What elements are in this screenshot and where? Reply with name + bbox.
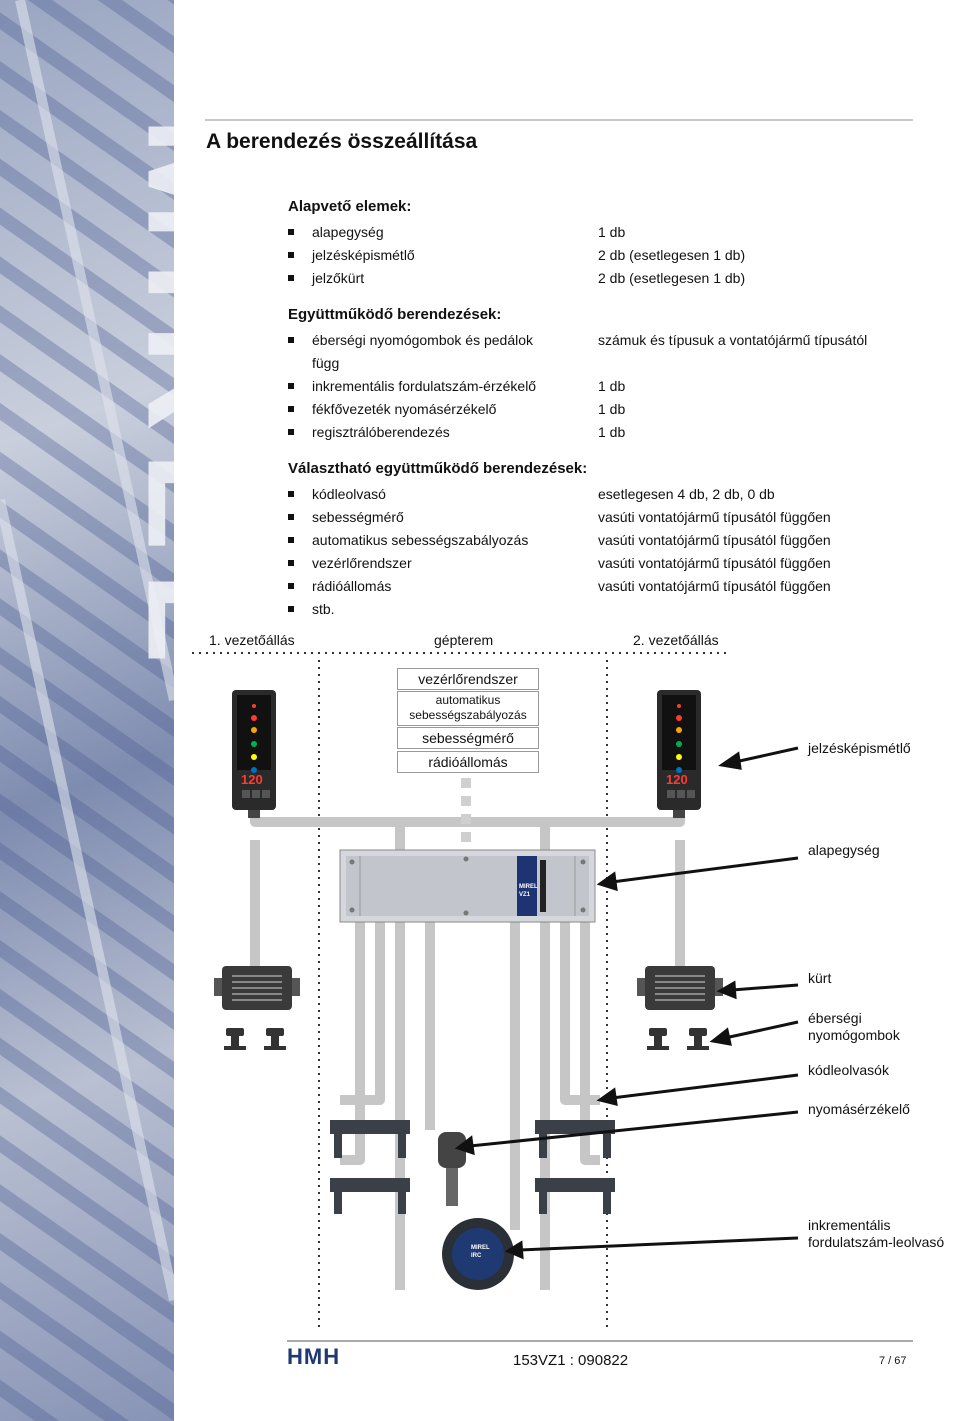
- unit-label: MIREL: [519, 884, 538, 890]
- list-item: jelzőkürt: [287, 270, 365, 286]
- vigilance-buttons-icon: [224, 1028, 709, 1050]
- label-signal-repeater: jelzésképismétlő: [808, 740, 911, 756]
- zone-right-label: 2. vezetőállás: [633, 632, 719, 648]
- display-speed-right: 120: [666, 772, 688, 787]
- list-item: kódleolvasó: [288, 486, 386, 502]
- list-item-value: 1 db: [598, 224, 626, 240]
- sidebar-decoration: MIREL: [0, 0, 174, 1421]
- list-item: automatikus sebességszabályozás: [287, 532, 529, 548]
- horn-right-icon: [637, 966, 723, 1010]
- basic-heading: Alapvető elemek:: [288, 198, 412, 215]
- code-readers-icon: [330, 1120, 615, 1214]
- label-code-readers: kódleolvasók: [808, 1062, 889, 1078]
- page-title: A berendezés összeállítása: [206, 130, 478, 153]
- label-horn: kürt: [808, 970, 832, 986]
- coop-heading: Együttműködő berendezések:: [288, 306, 502, 323]
- box-speed-meter: sebességmérő: [397, 727, 539, 749]
- pressure-sensor-icon: [438, 1132, 466, 1206]
- header-rule: [205, 119, 913, 121]
- list-item-value: vasúti vontatójármű típusától függően: [598, 532, 831, 548]
- list-item-continuation: függ: [312, 355, 340, 371]
- list-item: regisztrálóberendezés: [288, 424, 450, 440]
- signal-repeater-left-icon: [232, 690, 276, 818]
- sensor-label: IRC: [471, 1253, 482, 1259]
- horn-left-icon: [214, 966, 300, 1010]
- list-item-value: esetlegesen 4 db, 2 db, 0 db: [598, 486, 775, 502]
- zone-left-label: 1. vezetőállás: [209, 632, 295, 648]
- list-item-value: 2 db (esetlegesen 1 db): [598, 247, 746, 263]
- list-item-value: 1 db: [598, 424, 626, 440]
- list-item: sebességmérő: [288, 509, 404, 525]
- list-item: inkrementális fordulatszám-érzékelő: [287, 378, 537, 394]
- list-item: jelzésképismétlő: [288, 247, 415, 263]
- list-item-value: vasúti vontatójármű típusától függően: [598, 509, 831, 525]
- footer-doc-id: 153VZ1 : 090822: [513, 1352, 629, 1369]
- sensor-label: MIREL: [471, 1245, 490, 1251]
- footer-logo: HMH: [287, 1344, 341, 1369]
- main-unit-icon: [339, 849, 596, 923]
- box-auto-speed-control: automatikus sebességszabályozás: [397, 691, 539, 726]
- incremental-sensor-icon: [442, 1218, 514, 1290]
- list-item-value: 1 db: [598, 401, 626, 417]
- list-item: stb.: [288, 601, 335, 617]
- list-item: alapegység: [288, 224, 384, 240]
- label-pressure-sensor: nyomásérzékelő: [808, 1101, 910, 1117]
- list-item-value: vasúti vontatójármű típusától függően: [598, 578, 831, 594]
- label-incremental-sensor: inkrementális fordulatszám-leolvasó: [808, 1217, 945, 1250]
- list-item-value: számuk és típusuk a vontatójármű típusát…: [598, 332, 868, 348]
- list-item-value: vasúti vontatójármű típusától függően: [598, 555, 831, 571]
- list-item: vezérlőrendszer: [288, 555, 412, 571]
- signal-repeater-right-icon: [657, 690, 701, 818]
- footer-page-number: 7 / 67: [879, 1355, 907, 1367]
- box-control-system: vezérlőrendszer: [397, 668, 539, 690]
- display-speed-left: 120: [241, 772, 263, 787]
- unit-label: VZ1: [519, 892, 531, 898]
- label-main-unit: alapegység: [808, 842, 880, 858]
- list-item: éberségi nyomógombok és pedálok: [287, 332, 534, 348]
- list-item: fékfővezeték nyomásérzékelő: [287, 401, 497, 417]
- label-vigilance-buttons: éberségi nyomógombok: [808, 1010, 900, 1043]
- list-item-value: 1 db: [598, 378, 626, 394]
- footer-rule: [287, 1340, 913, 1342]
- list-item: rádióállomás: [287, 578, 392, 594]
- list-item-value: 2 db (esetlegesen 1 db): [598, 270, 746, 286]
- box-radio-station: rádióállomás: [397, 751, 539, 773]
- zone-middle-label: gépterem: [434, 632, 494, 648]
- optional-heading: Választható együttműködő berendezések:: [288, 460, 588, 477]
